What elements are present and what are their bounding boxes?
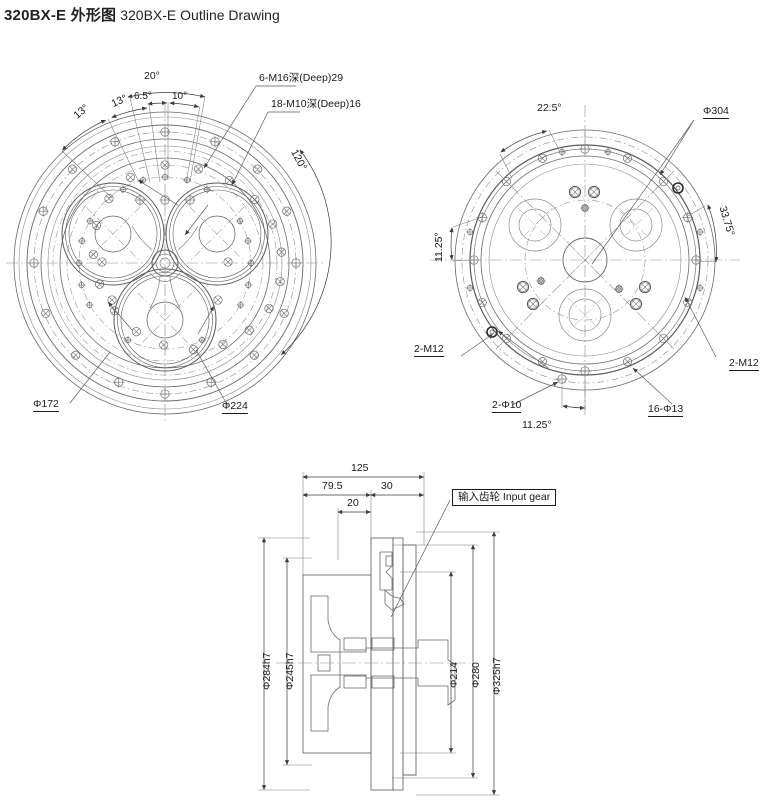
page-title-cn: 320BX-E 外形图: [4, 7, 117, 24]
callout-m16-label: 6-M16深(Deep)29: [259, 72, 344, 84]
dia-284h7-label: Φ284h7: [261, 652, 273, 690]
counterbore-ring: [97, 194, 233, 305]
m12-pairs: [516, 185, 652, 311]
angle-13-b-label: 13°: [109, 92, 130, 110]
callout-m10-label: 18-M10深(Deep)16: [271, 98, 361, 110]
dia-304-label: Φ304: [703, 105, 729, 119]
angle-20-label: 20°: [144, 70, 160, 82]
bolt-circle-m10: [88, 160, 287, 355]
len-125-label: 125: [351, 462, 369, 474]
section-view-group: [258, 472, 500, 796]
dia-245h7-label: Φ245h7: [284, 652, 296, 690]
dia-172-label: Φ172: [33, 398, 59, 412]
angle-11-25-left-label: 11.25°: [433, 232, 445, 262]
dia-214-label: Φ214: [448, 662, 460, 688]
angle-120-label: 120°: [288, 147, 310, 173]
dia-224-label: Φ224: [222, 400, 248, 414]
tapped-hole-ring: [74, 172, 256, 345]
callout-d10-label: 2-Φ10: [492, 399, 522, 413]
len-79-5-label: 79.5: [322, 480, 343, 492]
page-title-en: 320BX-E Outline Drawing: [120, 7, 280, 23]
callout-input-gear-label: 输入齿轮 Input gear: [452, 489, 557, 506]
angle-6-5-label: 6.5°: [134, 91, 152, 102]
angle-10-label: 10°: [172, 91, 188, 102]
dia-280-label: Φ280: [470, 662, 482, 688]
dowel-holes: [465, 147, 705, 385]
len-30-label: 30: [381, 480, 393, 492]
dia-325h7-label: Φ325h7: [491, 657, 503, 695]
bolt-circle-d13: [468, 143, 702, 377]
angle-22-5-label: 22.5°: [537, 102, 562, 114]
angle-33-75-label: 33.75°: [716, 204, 737, 238]
callout-m12-right-label: 2-M12: [729, 357, 759, 371]
outer-dowel-circle: [28, 126, 302, 400]
len-20-label: 20: [347, 497, 359, 509]
left-view-group: [6, 85, 332, 422]
angle-11-25-bottom-label: 11.25°: [522, 419, 552, 431]
angle-13-a-label: 13°: [71, 102, 92, 122]
right-view-group: [430, 105, 740, 415]
callout-m12-left-label: 2-M12: [414, 343, 444, 357]
callout-d13-label: 16-Φ13: [648, 403, 684, 417]
